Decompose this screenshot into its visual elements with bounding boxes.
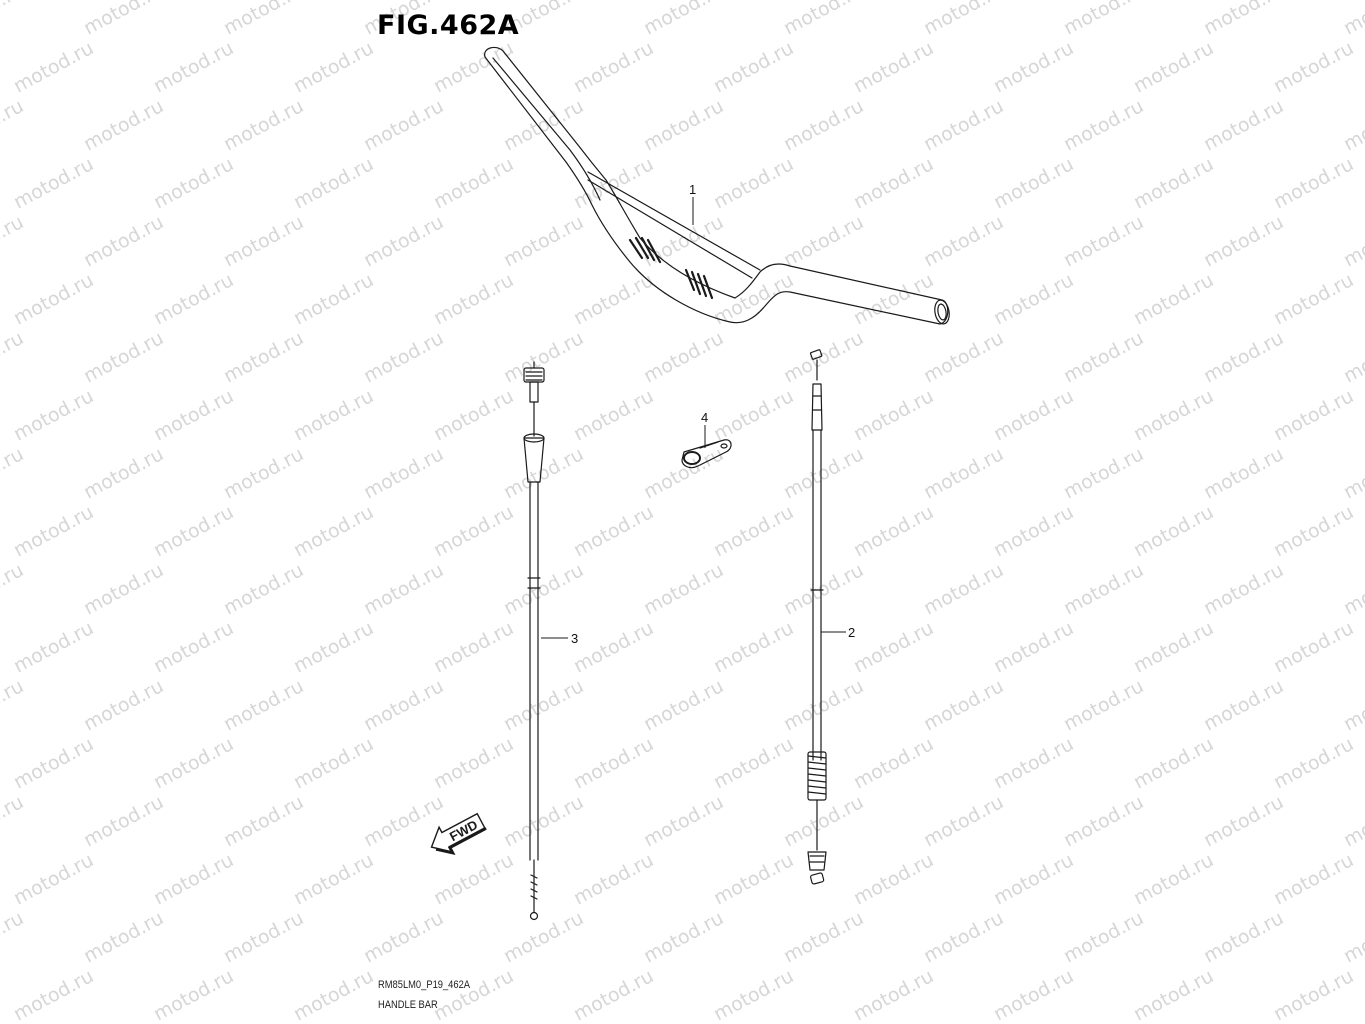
callout-4: 4: [701, 410, 708, 425]
cable-3: [523, 361, 545, 921]
callout-2: 2: [848, 625, 855, 640]
clamp-4: [681, 439, 732, 469]
callout-3: 3: [571, 631, 578, 646]
callout-1: 1: [689, 182, 696, 197]
figure-name: HANDLE BAR: [378, 999, 438, 1011]
figure-title: FIG.462A: [377, 10, 520, 41]
fwd-arrow: FWD: [430, 812, 487, 855]
figure-footer: RM85LM0_P19_462A HANDLE BAR: [378, 975, 470, 1015]
figure-code: RM85LM0_P19_462A: [378, 979, 471, 991]
knurl-left: [628, 236, 662, 264]
cable-2: [807, 349, 827, 885]
handlebar: [484, 46, 950, 325]
knurl-right: [684, 268, 714, 300]
